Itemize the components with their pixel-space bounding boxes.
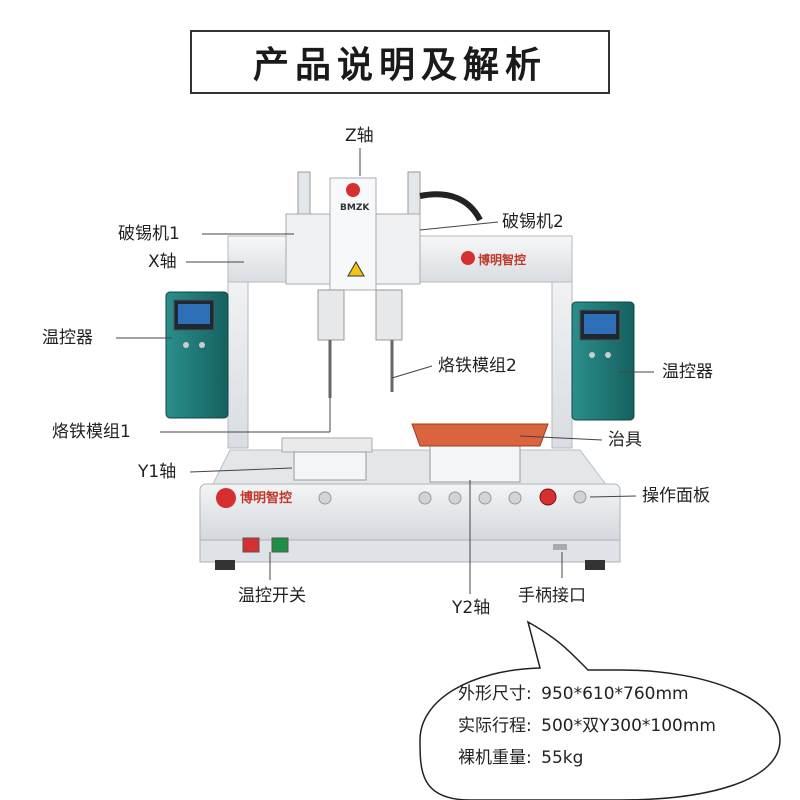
logo-icon-base [216, 488, 236, 508]
y1-carriage [293, 451, 367, 481]
title-box: 产品说明及解析 [190, 30, 610, 94]
temp-controller-right [571, 301, 635, 421]
page-title: 产品说明及解析 [252, 45, 547, 86]
spec-bubble [419, 620, 781, 800]
red-switch [242, 537, 260, 553]
label-fixture: 治具 [608, 430, 642, 450]
soldering-irons [317, 289, 403, 398]
label-y1-axis: Y1轴 [138, 462, 177, 482]
spec-key: 实际行程: [458, 716, 532, 736]
cable-chain [419, 191, 483, 222]
brand-label-gantry: 博明智控 [478, 253, 527, 267]
spec-row-travel: 实际行程: 500*双Y300*100mm [458, 710, 716, 742]
brand-label-base: 博明智控 [240, 491, 293, 506]
panel-buttons [318, 488, 587, 506]
label-handle-port: 手柄接口 [518, 586, 586, 606]
label-z-axis: Z轴 [345, 126, 374, 146]
label-temp-controller-right: 温控器 [662, 362, 713, 382]
machine-base [199, 449, 621, 570]
label-iron-module-2: 烙铁模组2 [438, 356, 517, 376]
label-iron-module-1: 烙铁模组1 [52, 422, 131, 442]
y1-rail [281, 437, 373, 453]
label-solder-breaker-2: 破锡机2 [502, 212, 564, 232]
label-temp-controller-left: 温控器 [42, 328, 93, 348]
z-head [285, 171, 421, 291]
spec-key: 外形尺寸: [458, 684, 532, 704]
spec-value: 950*610*760mm [541, 684, 689, 704]
label-temp-switch: 温控开关 [238, 586, 306, 606]
spec-list: 外形尺寸: 950*610*760mm 实际行程: 500*双Y300*100m… [458, 678, 716, 774]
spec-row-weight: 裸机重量: 55kg [458, 742, 716, 774]
label-solder-breaker-1: 破锡机1 [118, 224, 180, 244]
fixture-shape [411, 423, 549, 447]
spec-value: 500*双Y300*100mm [541, 716, 716, 736]
label-operation-panel: 操作面板 [642, 486, 710, 506]
handle-port [553, 544, 567, 550]
logo-icon-gantry [461, 251, 475, 265]
green-switch [271, 537, 289, 553]
label-x-axis: X轴 [148, 252, 177, 272]
spec-row-dimensions: 外形尺寸: 950*610*760mm [458, 678, 716, 710]
label-y2-axis: Y2轴 [452, 598, 491, 618]
head-mark-label: BMZK [340, 203, 370, 213]
leader-lines [116, 148, 654, 594]
temp-controller-left [165, 291, 229, 419]
spec-key: 裸机重量: [458, 748, 532, 768]
y2-carriage [429, 445, 521, 483]
spec-value: 55kg [541, 748, 584, 768]
